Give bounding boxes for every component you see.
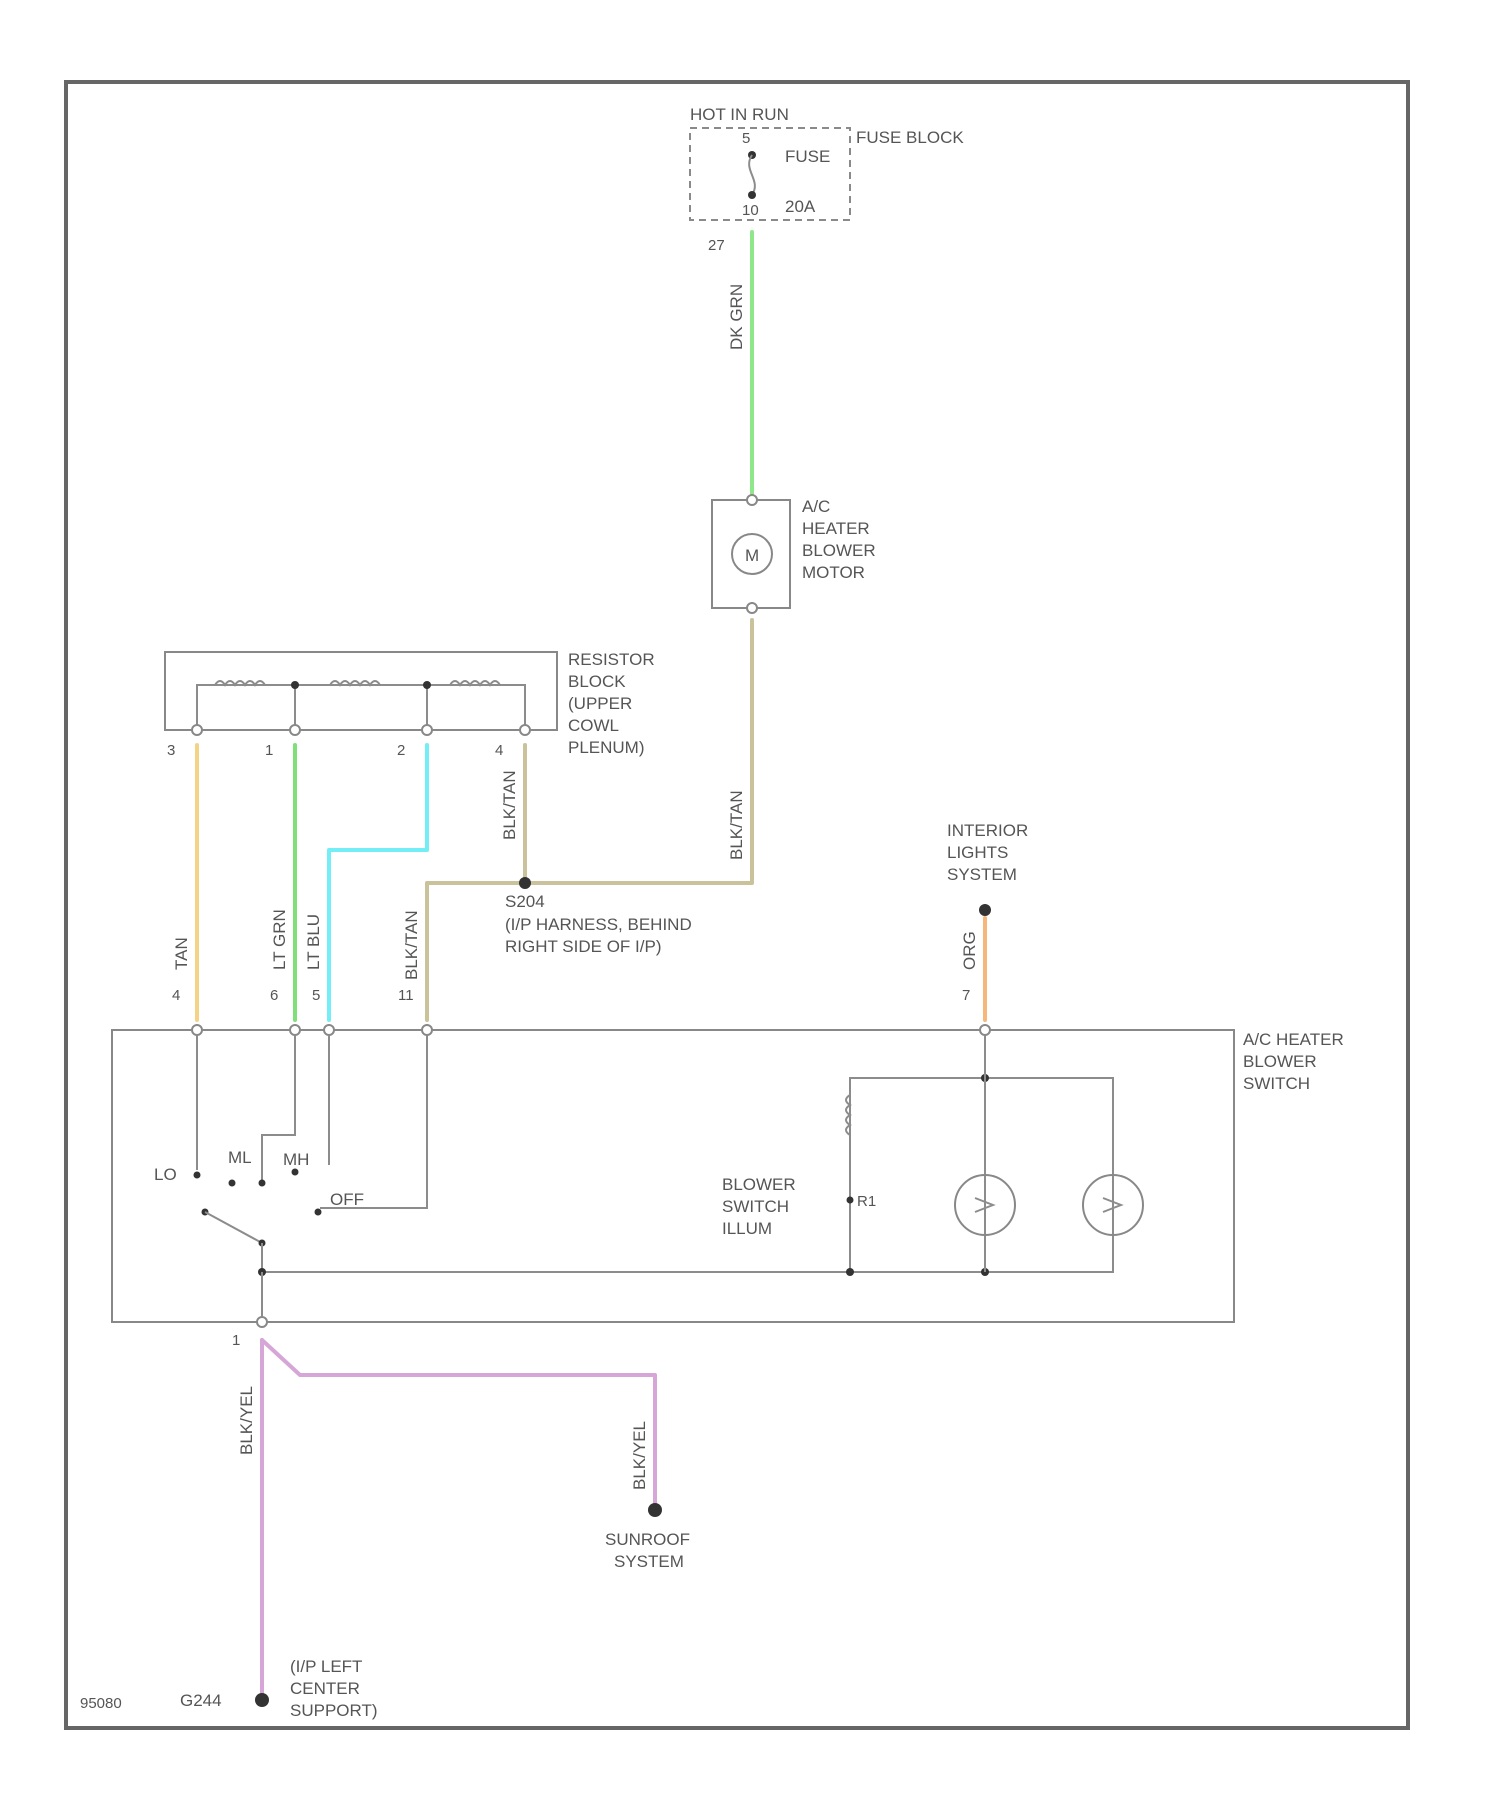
switch-pos-lo: LO (154, 1165, 177, 1184)
fuse-block-outline (690, 128, 850, 220)
switch-pin-ground: 1 (232, 1332, 240, 1349)
fuse-label: FUSE (785, 147, 830, 166)
motor-symbol: M (745, 546, 759, 565)
contact-mh (292, 1169, 299, 1176)
wire-blk-sunroof (262, 1340, 655, 1505)
fuse-element (749, 155, 755, 195)
illum-ref: R1 (857, 1193, 876, 1210)
bus-junction-resistor (846, 1268, 854, 1276)
switch-blade (205, 1212, 262, 1243)
switch-pin-ground-connector (257, 1317, 267, 1327)
switch-pos-mh: MH (283, 1150, 309, 1169)
wire-label-dk-grn: DK GRN (727, 284, 746, 350)
wire-label-blk-tan-3: BLK/TAN (402, 910, 421, 980)
ground-desc: (I/P LEFT CENTER SUPPORT) (290, 1657, 378, 1720)
resistor-wire-1 (197, 685, 295, 725)
resistor-pin-a: 3 (167, 742, 175, 759)
blower-switch-box (112, 1030, 1234, 1322)
switch-pin-lt-grn: 6 (270, 987, 278, 1004)
motor-top-connector (747, 495, 757, 505)
ground-id: G244 (180, 1691, 222, 1710)
splice-s204-desc: (I/P HARNESS, BEHIND RIGHT SIDE OF I/P) (505, 915, 696, 956)
fuse-bottom-pin: 10 (742, 202, 759, 219)
blower-switch-label: A/C HEATER BLOWER SWITCH (1243, 1030, 1349, 1093)
sunroof-label: SUNROOF SYSTEM (605, 1530, 695, 1571)
splice-s204-id: S204 (505, 892, 545, 911)
fuse-block: HOT IN RUN 5 FUSE 20A 10 FUSE BLOCK 27 (690, 105, 964, 254)
wire-label-lt-blu: LT BLU (304, 914, 323, 970)
figure-id: 95080 (80, 1695, 122, 1712)
blower-motor: M A/C HEATER BLOWER MOTOR (712, 495, 880, 613)
resistor-pin-2-connector (422, 725, 432, 735)
interior-lights-label: INTERIOR LIGHTS SYSTEM (947, 821, 1033, 884)
resistor-pin-4-connector (520, 725, 530, 735)
contact-ml-a (229, 1180, 236, 1187)
resistor-pin-3-connector (192, 725, 202, 735)
resistor-pin-b: 1 (265, 742, 273, 759)
illum-label: BLOWER SWITCH ILLUM (722, 1175, 800, 1238)
motor-bottom-connector (747, 603, 757, 613)
fuse-block-label-text: FUSE BLOCK (856, 128, 964, 147)
wire-label-blk-1: BLK/YEL (237, 1386, 256, 1455)
fuse-amp-label: 20A (785, 197, 816, 216)
switch-internal-off (320, 1035, 427, 1208)
fuse-block-label: FUSE BLOCK (856, 128, 964, 147)
fuse-circuit-number: 27 (708, 237, 725, 254)
resistor-junction-1 (291, 681, 299, 689)
switch-pin-lt-blu: 5 (312, 987, 320, 1004)
contact-lo (194, 1172, 201, 1179)
switch-pin-tan-connector (192, 1025, 202, 1035)
switch-pin-org: 7 (962, 987, 970, 1004)
switch-pin-lt-blu-connector (324, 1025, 334, 1035)
resistor-block-label: RESISTOR BLOCK (UPPER COWL PLENUM) (568, 650, 659, 757)
blower-switch: A/C HEATER BLOWER SWITCH 4 6 5 11 7 LO M… (112, 987, 1349, 1349)
ground-g244-icon (255, 1693, 269, 1707)
fuse-top-pin: 5 (742, 130, 750, 147)
resistor-block: 3 1 2 4 RESISTOR BLOCK (UPPER COWL PLENU… (165, 650, 659, 759)
resistor-junction-2 (423, 681, 431, 689)
wire-label-blk-tan-2: BLK/TAN (727, 790, 746, 860)
wire-label-blk-tan-1: BLK/TAN (500, 770, 519, 840)
contact-ml-b (259, 1180, 266, 1187)
fuse-bottom-terminal (748, 191, 756, 199)
illum-resistor-node (847, 1197, 854, 1204)
interior-lights-terminal (979, 904, 991, 916)
sunroof-terminal (648, 1503, 662, 1517)
switch-pin-blk-tan-connector (422, 1025, 432, 1035)
switch-pin-lt-grn-connector (290, 1025, 300, 1035)
wire-label-tan: TAN (172, 937, 191, 970)
blower-motor-label: A/C HEATER BLOWER MOTOR (802, 497, 880, 582)
resistor-pin-c: 2 (397, 742, 405, 759)
wire-label-blk-2: BLK/YEL (630, 1421, 649, 1490)
resistor-wire-2 (295, 685, 427, 725)
wire-label-lt-grn: LT GRN (270, 909, 289, 970)
switch-pin-blk-tan: 11 (398, 987, 414, 1004)
contact-off (315, 1209, 322, 1216)
switch-pos-ml: ML (228, 1148, 252, 1167)
wire-label-org: ORG (960, 931, 979, 970)
switch-pin-org-connector (980, 1025, 990, 1035)
resistor-pin-1-connector (290, 725, 300, 735)
splice-s204 (519, 877, 531, 889)
resistor-wire-3 (427, 685, 525, 725)
switch-pos-off: OFF (330, 1190, 364, 1209)
resistor-block-box (165, 652, 557, 730)
switch-pin-tan: 4 (172, 987, 180, 1004)
hot-in-run-label: HOT IN RUN (690, 105, 789, 124)
resistor-pin-d: 4 (495, 742, 503, 759)
